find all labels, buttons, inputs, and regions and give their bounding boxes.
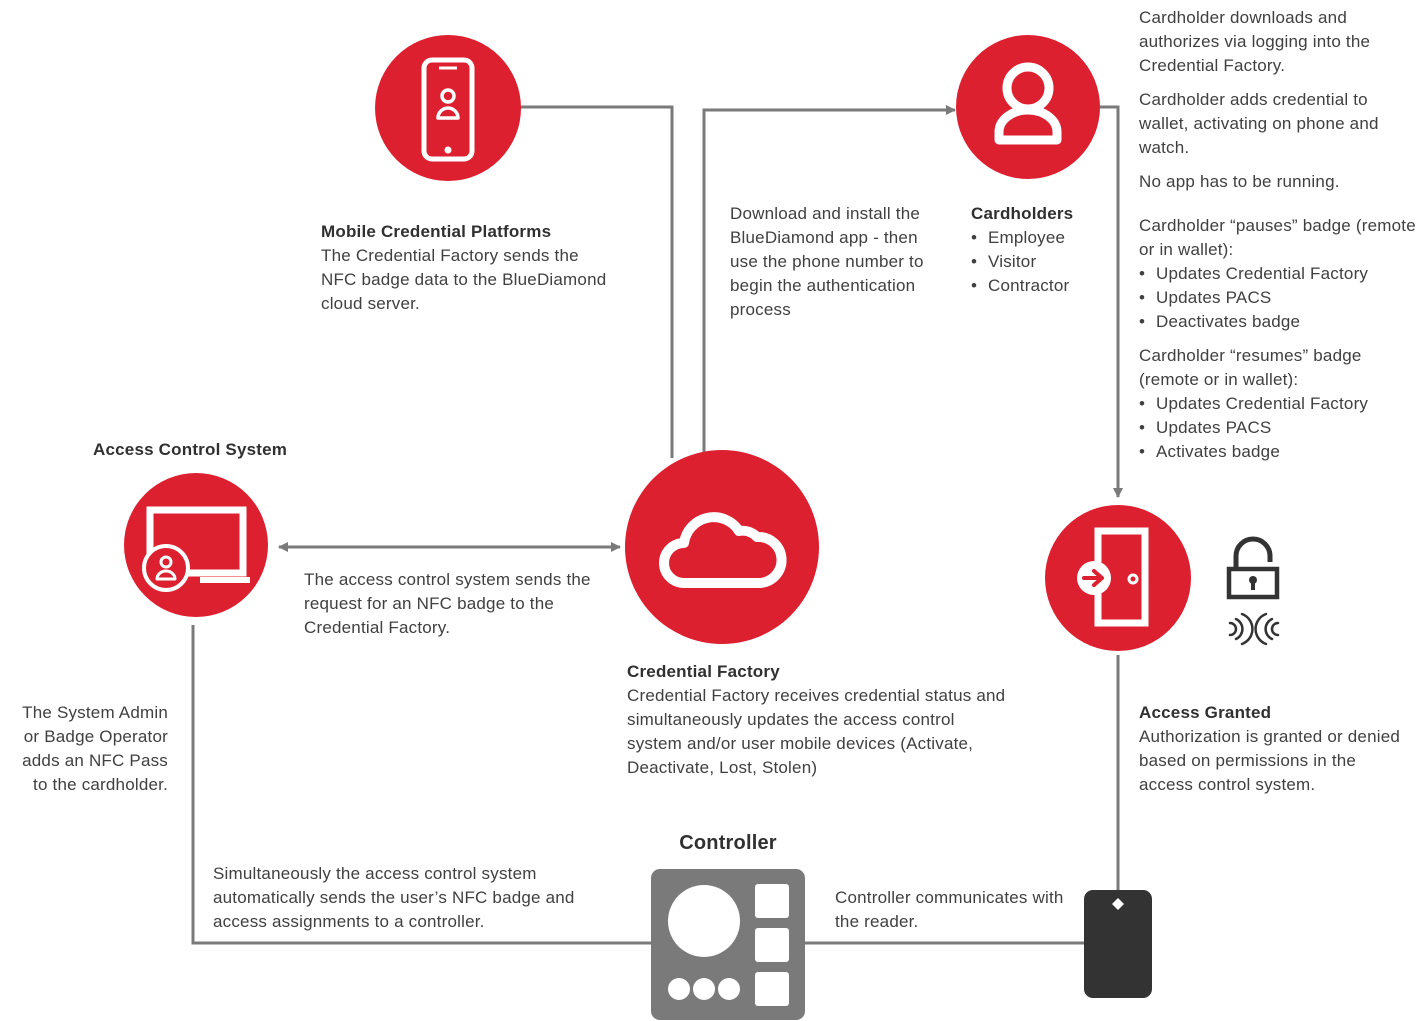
connector-cardholder-to-door: [1100, 105, 1123, 498]
connector-cloud-to-cardholder: [702, 105, 956, 458]
cardholder-resume-intro: Cardholder “resumes” badge (remote or in…: [1139, 346, 1362, 389]
nfc-waves-icon: [1228, 612, 1280, 646]
cardholder-pause-intro: Cardholder “pauses” badge (remote or in …: [1139, 216, 1416, 259]
credential-factory-text: Credential Factory receives credential s…: [627, 686, 1006, 777]
cardholder-note-wallet: Cardholder adds credential to wallet, ac…: [1139, 90, 1379, 157]
credential-factory-title: Credential Factory: [627, 662, 780, 681]
download-app-text: Download and install the BlueDiamond app…: [730, 204, 924, 319]
resume-step: Updates PACS: [1139, 416, 1419, 440]
admin-text: The System Admin or Badge Operator adds …: [22, 703, 168, 794]
controller-reader-text: Controller communicates with the reader.: [835, 888, 1064, 931]
simultaneous-text: Simultaneously the access control system…: [213, 864, 575, 931]
controller-title: Controller: [679, 832, 777, 854]
simultaneous-block: Simultaneously the access control system…: [213, 862, 633, 934]
cardholder-type: Contractor: [971, 274, 1121, 298]
controller-device: [651, 869, 805, 1020]
resume-step: Updates Credential Factory: [1139, 392, 1419, 416]
cardholder-pause-list: Updates Credential Factory Updates PACS …: [1139, 262, 1419, 334]
cardholder-note-no-app: No app has to be running.: [1139, 172, 1340, 191]
padlock-icon: [1226, 536, 1280, 600]
mobile-platforms-text: The Credential Factory sends the NFC bad…: [321, 246, 607, 313]
cardholder-resume-list: Updates Credential Factory Updates PACS …: [1139, 392, 1419, 464]
cardholders-list: Employee Visitor Contractor: [971, 226, 1121, 298]
connector-mobile-to-cloud: [520, 105, 674, 458]
door-enter-icon: [1045, 505, 1191, 651]
pause-step: Updates Credential Factory: [1139, 262, 1419, 286]
cardholder-type: Employee: [971, 226, 1121, 250]
download-app-block: Download and install the BlueDiamond app…: [730, 202, 945, 322]
cardholders-title: Cardholders: [971, 204, 1074, 223]
pause-step: Deactivates badge: [1139, 310, 1419, 334]
admin-block: The System Admin or Badge Operator adds …: [3, 701, 168, 797]
acs-title: Access Control System: [93, 440, 288, 459]
mobile-platforms-title: Mobile Credential Platforms: [321, 222, 552, 241]
acs-request-text: The access control system sends the requ…: [304, 570, 591, 637]
controller-reader-block: Controller communicates with the reader.: [835, 886, 1070, 934]
access-granted-text: Authorization is granted or denied based…: [1139, 727, 1401, 794]
monitor-user-icon: [124, 473, 268, 617]
card-reader-device: [1084, 890, 1152, 998]
smartphone-user-icon: [375, 35, 521, 181]
cardholder-type: Visitor: [971, 250, 1121, 274]
access-granted-block: Access Granted Authorization is granted …: [1139, 701, 1404, 797]
cardholder-notes-block: Cardholder downloads and authorizes via …: [1139, 6, 1419, 464]
cardholder-note-download: Cardholder downloads and authorizes via …: [1139, 8, 1371, 75]
acs-request-block: The access control system sends the requ…: [304, 568, 599, 640]
pause-step: Updates PACS: [1139, 286, 1419, 310]
user-icon: [956, 35, 1100, 179]
cloud-icon: [625, 450, 819, 644]
connector-acs-to-controller: [191, 625, 652, 945]
credential-factory-block: Credential Factory Credential Factory re…: [627, 660, 1012, 780]
mobile-platforms-block: Mobile Credential Platforms The Credenti…: [321, 220, 611, 316]
access-granted-title: Access Granted: [1139, 703, 1272, 722]
resume-step: Activates badge: [1139, 440, 1419, 464]
cardholders-block: Cardholders Employee Visitor Contractor: [971, 202, 1121, 298]
